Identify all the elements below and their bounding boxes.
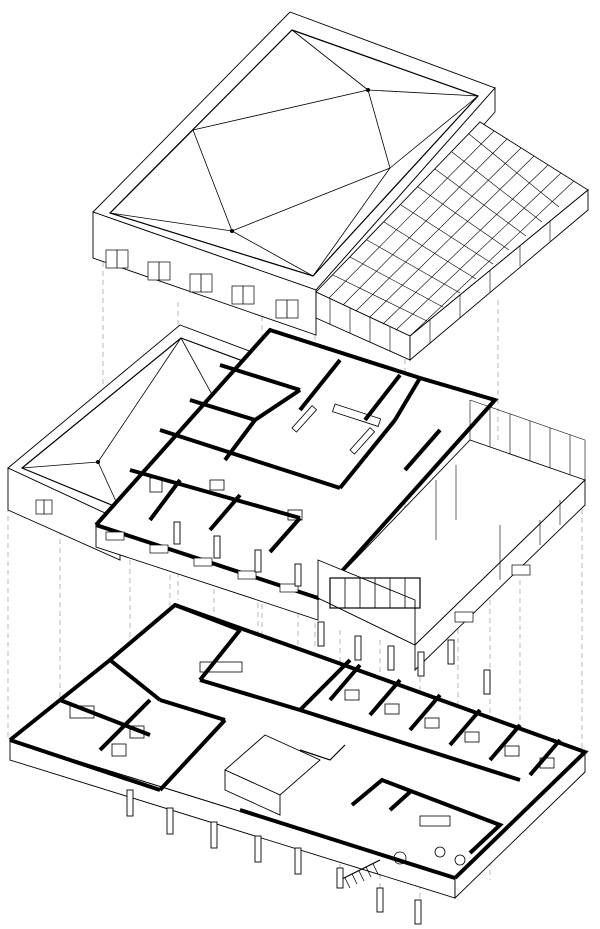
- ground-furniture: [69, 661, 555, 866]
- ground-floor-layer: [8, 602, 589, 925]
- glass-roof: [315, 121, 589, 361]
- atrium-columns: [317, 621, 491, 695]
- upper-furniture: [149, 403, 382, 521]
- upper-windows: [105, 531, 299, 593]
- roof-layer: [92, 11, 589, 361]
- entry-stairs: [339, 859, 381, 889]
- upper-floor-layer: [7, 324, 586, 695]
- upper-columns: [173, 521, 302, 587]
- glazed-atrium: [317, 399, 586, 672]
- ground-columns: [126, 789, 422, 925]
- roof-front-wall: [92, 211, 317, 336]
- roof-windows: [105, 249, 299, 319]
